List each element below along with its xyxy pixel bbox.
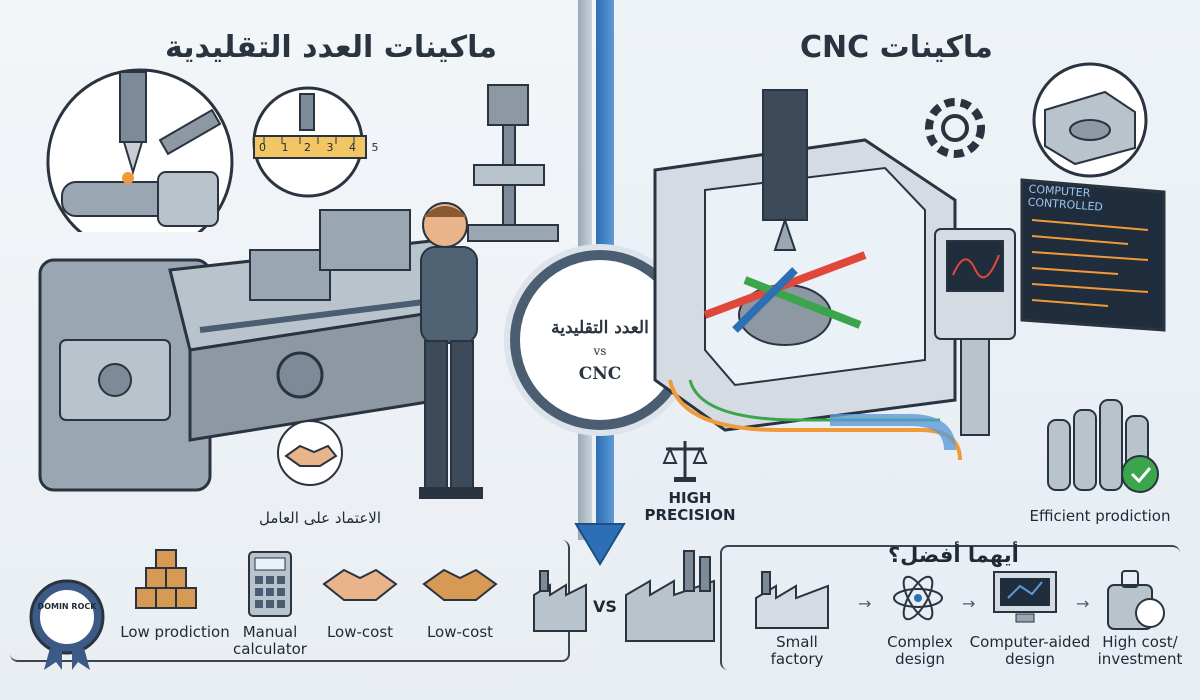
ruler-ticks-label: 0 1 2 3 4 5: [259, 141, 385, 154]
part-zoom-bubble: [1032, 62, 1148, 178]
bottom-right-label-0: Small factory: [770, 633, 824, 669]
lathe-zoom-bubble: [46, 68, 234, 232]
flow-arrow-icon-2: →: [962, 594, 976, 613]
lathe-machine-illustration: [38, 209, 452, 492]
control-panel-icon: [934, 228, 1016, 436]
coin-stacks-icon: [1047, 399, 1159, 493]
boxes-stack-icon: [135, 549, 197, 609]
flow-arrow-icon-1: →: [858, 594, 872, 613]
gear-icon: [925, 98, 985, 158]
vs-label: VS: [593, 597, 617, 616]
quality-seal-icon: [29, 579, 105, 670]
bottom-left-label-3: Low-cost: [426, 623, 494, 641]
data-flow-lines: [668, 379, 962, 461]
ruler-zoom-bubble: [252, 86, 367, 198]
badge-line-cnc: CNC: [578, 364, 622, 384]
worker-illustration: [419, 202, 483, 499]
bottom-left-label-2: Low-cost: [326, 623, 394, 641]
atom-icon: [893, 575, 943, 621]
title-conventional: ماكينات العدد التقليدية: [165, 30, 497, 65]
seal-logo-text: DOMIN ROCK: [37, 602, 97, 611]
high-precision-label: HIGH PRECISION: [644, 489, 736, 525]
which-is-better-question: أيهما أفضل؟: [888, 543, 1019, 567]
small-factory-icon-vs: [533, 570, 587, 632]
badge-line-vs: vs: [593, 344, 607, 358]
bottom-left-label-1: Manual calculator: [233, 623, 307, 659]
divider-arrow-icon: [574, 523, 626, 566]
flow-arrow-icon-3: →: [1076, 594, 1090, 613]
worker-dependency-label: الاعتماد على العامل: [258, 509, 381, 527]
bottom-left-label-0: Low prodiction: [120, 623, 230, 641]
factory-icon: [755, 571, 829, 629]
cost-weight-icon: [1107, 570, 1165, 630]
monitor-icon: [993, 571, 1057, 623]
handshake-icon: [277, 420, 343, 486]
title-cnc: ماكينات CNC: [800, 30, 993, 65]
handshake-icon-low-cost-1: [322, 568, 398, 601]
large-factory-icon-vs: [625, 550, 715, 642]
cnc-summary-box: [720, 545, 1180, 670]
bottom-right-label-3: High cost/ investment: [1097, 633, 1183, 669]
computer-screen-icon: [1020, 178, 1166, 332]
badge-line-conventional: العدد التقليدية: [551, 318, 649, 338]
cnc-machine-illustration: [653, 89, 957, 432]
drill-press-illustration: [467, 84, 559, 242]
efficient-production-label: Efficient prodiction: [1029, 507, 1171, 525]
bottom-right-label-2: Computer-aided design: [969, 633, 1091, 669]
calculator-icon: [248, 551, 292, 617]
scale-icon: [662, 441, 708, 482]
handshake-icon-low-cost-2: [422, 568, 498, 601]
bottom-right-label-1: Complex design: [887, 633, 953, 669]
